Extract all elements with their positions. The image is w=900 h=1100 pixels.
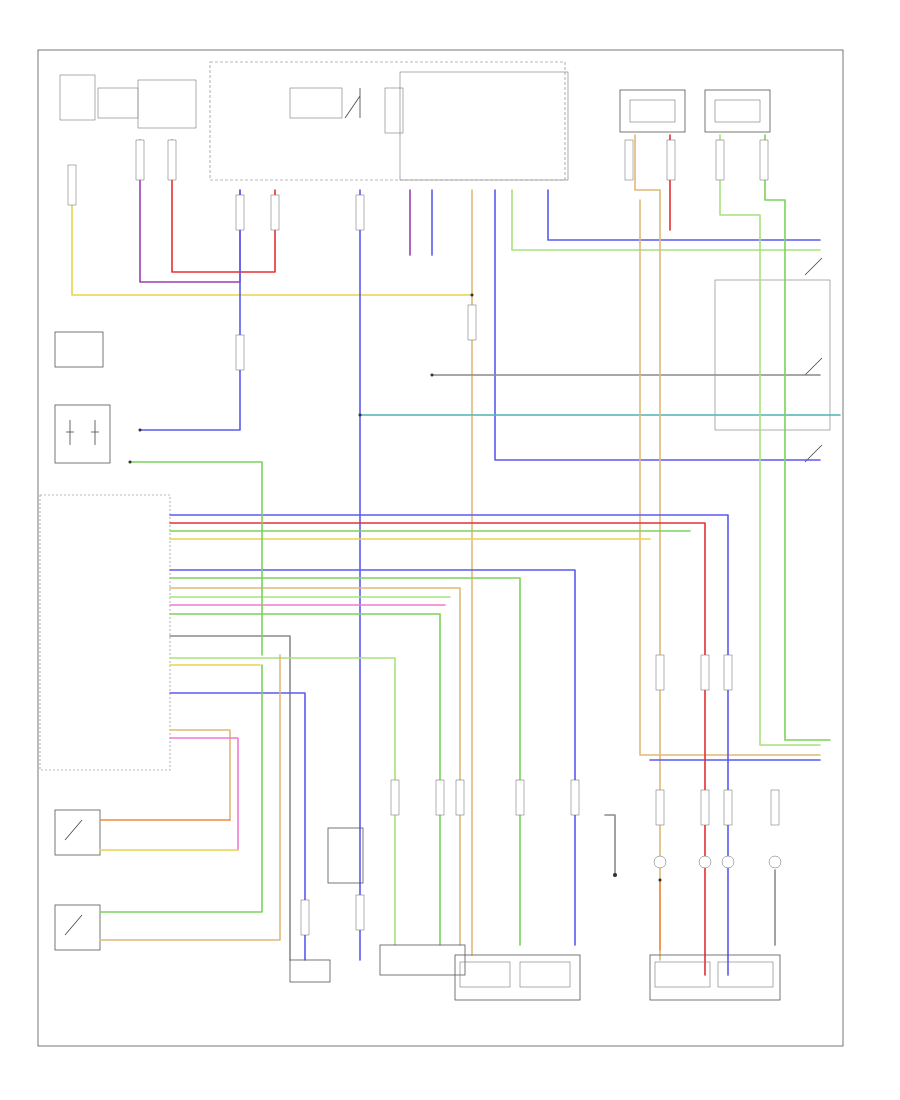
wire-green — [129, 461, 263, 656]
connector-ticks — [67, 139, 780, 936]
junction-dots — [128, 293, 662, 882]
speaker-box — [379, 944, 466, 976]
relay-switch — [344, 88, 361, 119]
connector-symbol — [721, 855, 735, 869]
wire-yellow — [71, 174, 473, 296]
component-box — [54, 404, 111, 464]
speaker-inner — [717, 961, 774, 988]
switch-group-box — [714, 279, 831, 431]
wire-blue — [169, 514, 729, 976]
switch-symbol — [64, 819, 83, 841]
switch-symbol — [804, 444, 823, 463]
page-frame — [37, 49, 844, 1047]
wire-red — [169, 522, 706, 976]
wire-blue — [494, 189, 821, 461]
speaker-inner — [629, 99, 676, 123]
wire-blue — [547, 189, 821, 241]
fuse-block — [384, 87, 404, 134]
switch-box — [54, 809, 101, 856]
speaker-inner — [654, 961, 711, 988]
wire-gray — [604, 814, 616, 876]
relay-box — [289, 87, 343, 119]
wire-blue — [169, 569, 576, 946]
junction-box — [209, 61, 566, 181]
switch-symbol — [64, 914, 83, 936]
component-box — [97, 87, 139, 119]
switch-box — [54, 904, 101, 951]
wire-green — [764, 134, 831, 741]
wire-purple — [139, 139, 241, 283]
wire-pink — [169, 737, 239, 851]
speaker-group-box — [649, 954, 781, 1001]
wire-green — [99, 664, 263, 913]
connector-symbol — [768, 855, 782, 869]
component-box — [137, 79, 197, 129]
wire-gray — [169, 635, 291, 961]
connector-symbol — [698, 855, 712, 869]
component-box — [289, 959, 331, 983]
wire-tan — [169, 587, 461, 946]
resistor-symbol — [66, 420, 99, 445]
wire-blue — [169, 692, 306, 961]
wire-light-green — [511, 189, 821, 251]
speaker-inner — [519, 961, 571, 988]
connector-symbol — [653, 855, 667, 869]
component-box — [59, 74, 96, 121]
wire-blue — [139, 189, 241, 431]
wire-green — [169, 577, 521, 946]
speaker-inner — [714, 99, 761, 123]
speaker-box — [619, 89, 686, 133]
module-connector — [39, 494, 171, 771]
wire-light-green — [719, 134, 821, 746]
wire-tan — [639, 199, 821, 756]
wire-tan — [169, 729, 231, 821]
module-box — [399, 71, 569, 181]
wire-tan — [634, 134, 661, 961]
speaker-inner — [459, 961, 511, 988]
wire-light-green — [169, 657, 396, 946]
wire-tan — [99, 654, 281, 941]
component-box — [54, 331, 104, 368]
switch-symbol — [804, 357, 823, 376]
speaker-box — [704, 89, 771, 133]
wire-red — [171, 139, 276, 273]
component-box — [327, 827, 364, 884]
wire-green — [169, 613, 441, 946]
switch-symbol — [804, 257, 823, 276]
speaker-group-box — [454, 954, 581, 1001]
